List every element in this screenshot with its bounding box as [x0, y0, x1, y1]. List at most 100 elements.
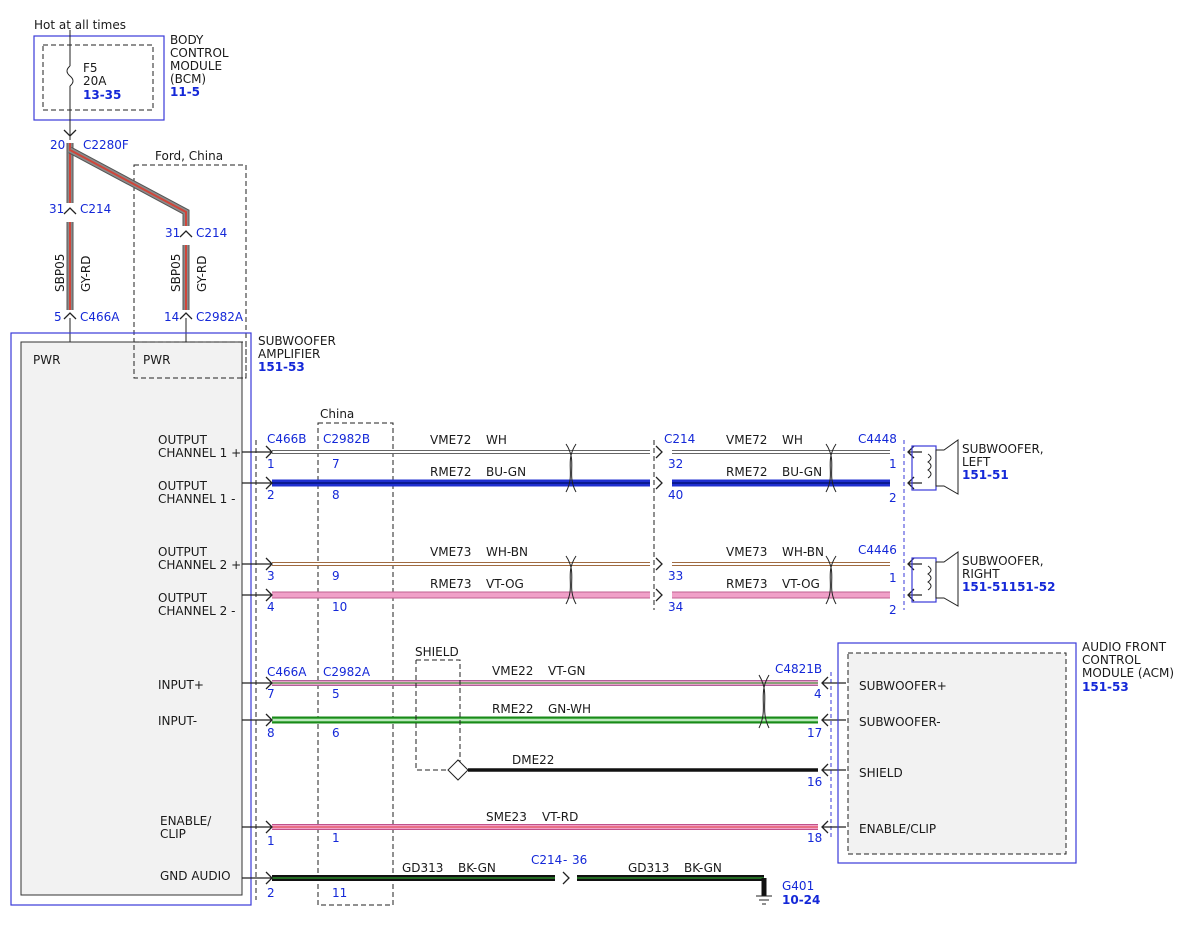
enable-clip-line-2: CLIP: [160, 827, 186, 841]
speaker-right-icon: [911, 551, 959, 607]
c2982a-power-connector: C2982A: [196, 310, 244, 324]
rme73-circuit: RME73: [430, 577, 472, 591]
acm-name-line-1: AUDIO FRONT: [1082, 640, 1167, 654]
conn-c466b: C466B: [267, 432, 307, 446]
c2280f-connector: C2280F: [83, 138, 129, 152]
rme72-color: BU-GN: [486, 465, 526, 479]
out-ch1-plus-line-1: OUTPUT: [158, 433, 208, 447]
out-ch1-plus-line-2: CHANNEL 1 +: [158, 446, 241, 460]
dme22-circuit: DME22: [512, 753, 554, 767]
rme72-pin-c: 40: [668, 488, 683, 502]
power-left-color: GY-RD: [79, 255, 93, 292]
rme72-circuit-2: RME72: [726, 465, 768, 479]
sme23-color: VT-RD: [542, 810, 578, 824]
amplifier-name-line-2: AMPLIFIER: [258, 347, 320, 361]
amp-pwr-left: PWR: [33, 353, 60, 367]
acm-pin-enable-clip: ENABLE/CLIP: [859, 822, 936, 836]
c214-right-connector: C214: [196, 226, 227, 240]
acm-ref: 151-53: [1082, 680, 1129, 694]
acm-name-line-3: MODULE (ACM): [1082, 666, 1174, 680]
input-minus-label: INPUT-: [158, 714, 197, 728]
conn-c2982b: C2982B: [323, 432, 370, 446]
output-arrows: [242, 445, 922, 602]
rme72-circuit: RME72: [430, 465, 472, 479]
enable-clip-line-1: ENABLE/: [160, 814, 212, 828]
rme72-color-2: BU-GN: [782, 465, 822, 479]
china-region-label: China: [320, 407, 354, 421]
rme73-pin-c: 34: [668, 600, 683, 614]
speaker-left-icon: [911, 439, 959, 495]
gd313-inline-connector: C214: [531, 853, 562, 867]
vme72-pin-b: 7: [332, 457, 340, 471]
bcm-name-line-3: MODULE: [170, 59, 222, 73]
shield-region: [415, 659, 461, 771]
bcm-name-line-1: BODY: [170, 33, 204, 47]
gd313-color: BK-GN: [458, 861, 496, 875]
sme23-pin-a: 1: [267, 834, 275, 848]
acm-pin-subwoofer-plus: SUBWOOFER+: [859, 679, 947, 693]
rme73-pin-d: 2: [889, 603, 897, 617]
amplifier-body: [20, 341, 243, 896]
c466a-power-connector: C466A: [80, 310, 120, 324]
gd313-circuit-2: GD313: [628, 861, 669, 875]
vme22-color: VT-GN: [548, 664, 585, 678]
out-ch2-plus-line-1: OUTPUT: [158, 545, 208, 559]
acm-pin-subwoofer-minus: SUBWOOFER-: [859, 715, 941, 729]
gd313-pin-b: 11: [332, 886, 347, 900]
conn-c2982a-in: C2982A: [323, 665, 371, 679]
rme22-pin-a: 8: [267, 726, 275, 740]
input-plus-label: INPUT+: [158, 678, 204, 692]
input-arrows: [242, 676, 846, 834]
acm-outer-box: [837, 642, 1077, 864]
fuse-ref: 13-35: [83, 88, 121, 102]
hot-at-all-times-label: Hot at all times: [34, 18, 126, 32]
vme73-color-2: WH-BN: [782, 545, 824, 559]
rme22-circuit: RME22: [492, 702, 534, 716]
vme72-pin-c: 32: [668, 457, 683, 471]
out-ch2-minus-line-1: OUTPUT: [158, 591, 208, 605]
conn-c466a-in: C466A: [267, 665, 307, 679]
power-wire-right: [68, 146, 190, 310]
sme23-pin-d: 18: [807, 831, 822, 845]
vme73-color: WH-BN: [486, 545, 528, 559]
conn-c214-out: C214: [664, 432, 695, 446]
vme72-circuit-2: VME72: [726, 433, 767, 447]
fuse-name: F5: [83, 61, 98, 75]
fuse-rating: 20A: [83, 74, 107, 88]
acm-pin-shield: SHIELD: [859, 766, 903, 780]
conn-c4448: C4448: [858, 432, 897, 446]
amplifier-name-line-1: SUBWOOFER: [258, 334, 336, 348]
amplifier-ref: 151-53: [258, 360, 305, 374]
gnd-audio-label: GND AUDIO: [160, 869, 231, 883]
c214-left-pin: 31: [49, 202, 64, 216]
vme22-pin-a: 7: [267, 687, 275, 701]
rme22-pin-b: 6: [332, 726, 340, 740]
speaker-left-ref: 151-51: [962, 468, 1009, 482]
rme73-pin-b: 10: [332, 600, 347, 614]
wire-gd313: [272, 875, 767, 896]
dme22-pin-d: 16: [807, 775, 822, 789]
speaker-right-line-1: SUBWOOFER,: [962, 554, 1044, 568]
acm-name-line-2: CONTROL: [1082, 653, 1141, 667]
conn-c4446: C4446: [858, 543, 897, 557]
vme22-pin-d: 4: [814, 687, 822, 701]
rme73-color: VT-OG: [486, 577, 524, 591]
vme72-circuit: VME72: [430, 433, 471, 447]
rme73-pin-a: 4: [267, 600, 275, 614]
c2280f-arrow: [63, 129, 77, 137]
rme22-color: GN-WH: [548, 702, 591, 716]
vme73-circuit-2: VME73: [726, 545, 767, 559]
ford-china-region-lower: [133, 341, 247, 379]
rme72-pin-a: 2: [267, 488, 275, 502]
rme72-pin-b: 8: [332, 488, 340, 502]
power-right-color: GY-RD: [195, 255, 209, 292]
c2982a-power-pin: 14: [164, 310, 179, 324]
speaker-right-ref: 151-51151-52: [962, 580, 1055, 594]
amp-pwr-right: PWR: [143, 353, 170, 367]
sme23-circuit: SME23: [486, 810, 527, 824]
shield-drain-icon: [447, 759, 469, 781]
power-right-circuit: SBP05: [169, 254, 183, 292]
shield-label: SHIELD: [415, 645, 459, 659]
c214-left-connector: C214: [80, 202, 111, 216]
